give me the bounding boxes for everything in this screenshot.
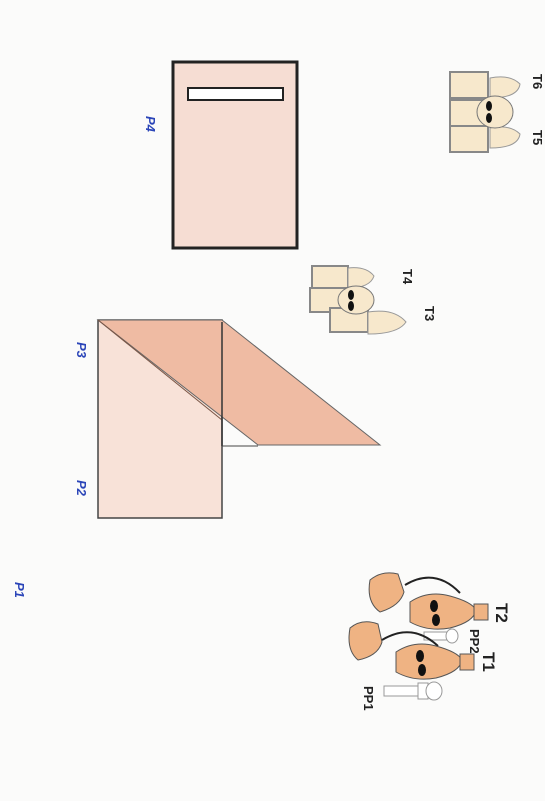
label-pp2: PP2 [467, 629, 482, 654]
figure-t1 [348, 621, 475, 680]
panel-p4 [171, 60, 299, 250]
label-p4: P4 [143, 116, 158, 133]
pin-pp2 [423, 628, 459, 644]
chair-group-t3-t4 [309, 265, 407, 335]
label-p2: P2 [74, 480, 89, 497]
pin-pp1 [383, 681, 443, 701]
panel-p2-p3 [96, 319, 382, 519]
label-pp1: PP1 [361, 686, 376, 711]
label-t3: T3 [422, 306, 437, 321]
figure-t2 [368, 572, 489, 630]
label-p3: P3 [74, 342, 89, 359]
label-t4: T4 [400, 269, 415, 285]
label-t2: T2 [492, 603, 511, 623]
chair-group-t5-t6 [449, 71, 521, 153]
label-p1: P1 [12, 582, 27, 598]
label-t1: T1 [479, 652, 498, 672]
label-t5: T5 [530, 130, 545, 145]
label-t6: T6 [530, 74, 545, 89]
